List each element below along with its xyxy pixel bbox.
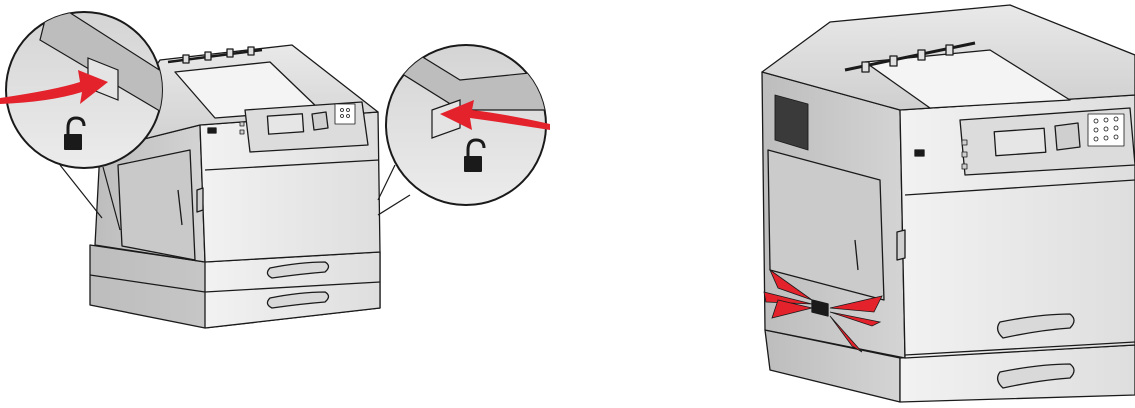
right-callout bbox=[380, 40, 560, 205]
right-printer bbox=[762, 5, 1135, 402]
left-display bbox=[267, 114, 303, 134]
right-front-handle bbox=[897, 230, 905, 260]
left-nav-pad bbox=[312, 112, 328, 130]
right-nav-pad bbox=[1055, 123, 1080, 150]
left-keypad bbox=[335, 104, 355, 124]
right-side-vent bbox=[775, 95, 808, 150]
left-side-door bbox=[118, 150, 195, 260]
right-keypad bbox=[1088, 114, 1124, 146]
left-power-button bbox=[208, 128, 216, 133]
right-panel-indicators bbox=[962, 140, 967, 169]
left-front-handle bbox=[197, 188, 203, 212]
right-display bbox=[994, 128, 1046, 155]
right-power-button bbox=[915, 150, 924, 156]
